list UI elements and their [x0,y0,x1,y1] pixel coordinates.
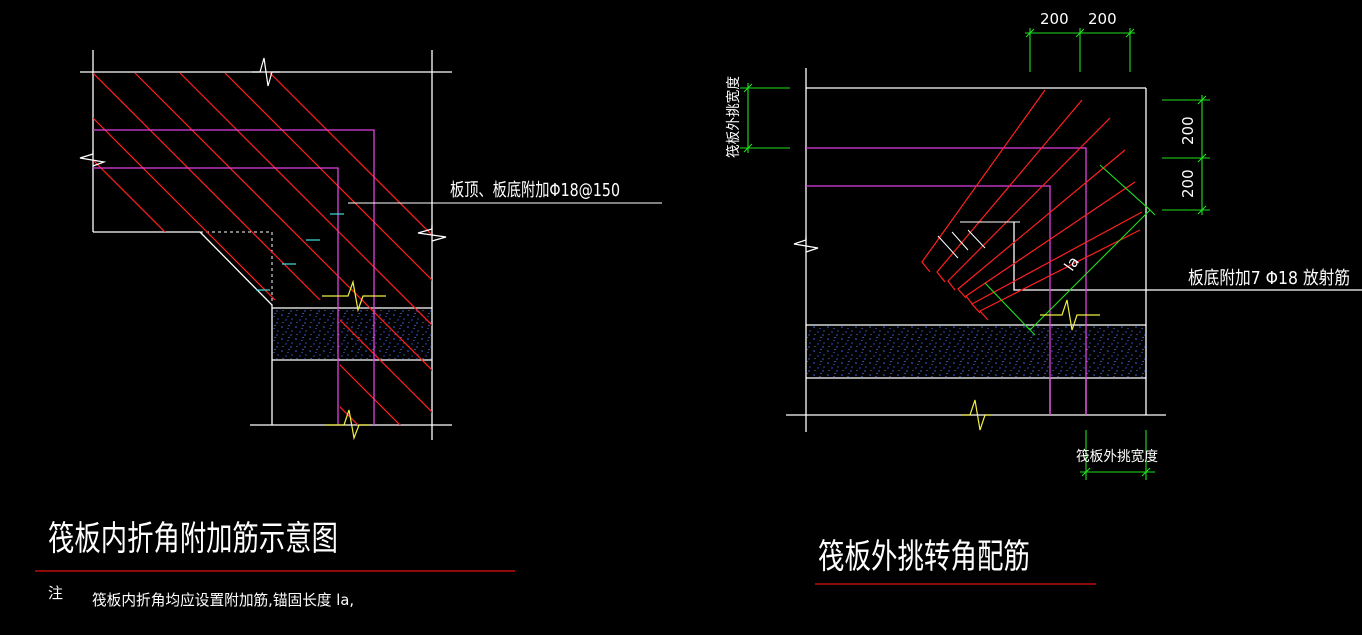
right-bottom-dimension [1080,430,1155,480]
left-note-prefix: 注 [48,584,63,602]
right-title: 筏板外挑转角配筋 [818,537,1030,577]
left-cyan-ticks [256,213,344,291]
right-break-marks [793,236,819,253]
left-note-text: 筏板内折角均应设置附加筋,锚固长度 la, [92,591,354,609]
right-top-dimension [1025,28,1135,72]
left-title: 筏板内折角附加筋示意图 [48,519,338,559]
right-dim-top-2: 200 [1088,10,1117,28]
right-la-dimension [984,164,1156,336]
right-radial-bars [921,89,1143,321]
left-callout-label: 板顶、板底附加Φ18@150 [450,180,620,201]
right-yellow-breaks [962,299,1100,431]
left-corner-bars [93,129,375,425]
left-yellow-breaks [322,279,386,441]
right-corner-bars [806,147,1087,415]
left-break-marks [79,57,447,242]
right-overhang-vertical-label: 筏板外挑宽度 [725,76,742,158]
right-outline [786,68,1362,432]
right-la-label: la [1061,253,1083,274]
right-dim-top-1: 200 [1040,10,1069,28]
right-side-dimension [1162,95,1210,215]
right-radial-ends [937,221,1020,259]
right-concrete-band [807,326,1145,377]
right-left-dimension [740,83,790,153]
left-concrete-band [273,309,431,359]
left-drawing: 板顶、板底附加Φ18@150 筏板内折角附加筋示意图 注 筏板内折角均应设置附加… [35,50,662,609]
right-dim-side-1: 200 [1179,116,1197,145]
right-drawing: la 200 200 200 200 [725,10,1362,585]
right-overhang-bottom-label: 筏板外挑宽度 [1076,448,1158,465]
left-dashed-edge [200,231,273,305]
right-callout-label: 板底附加7 Φ18 放射筋 [1188,268,1350,289]
right-dim-side-2: 200 [1179,169,1197,198]
